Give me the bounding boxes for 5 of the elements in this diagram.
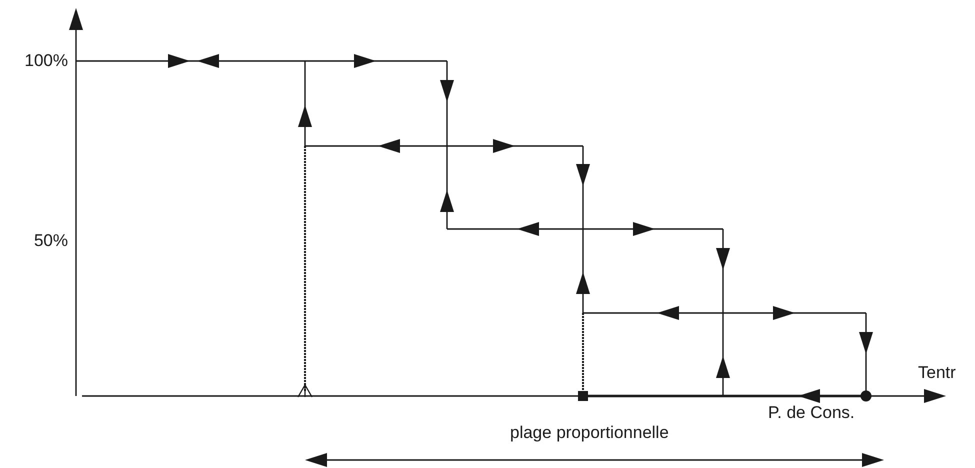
axis-title: Tentr [918, 363, 956, 383]
setpoint-label: P. de Cons. [768, 403, 855, 423]
axis-tick-label: 100% [24, 51, 68, 71]
range-label: plage proportionnelle [510, 423, 669, 443]
axis-tick-label: 50% [34, 231, 68, 251]
